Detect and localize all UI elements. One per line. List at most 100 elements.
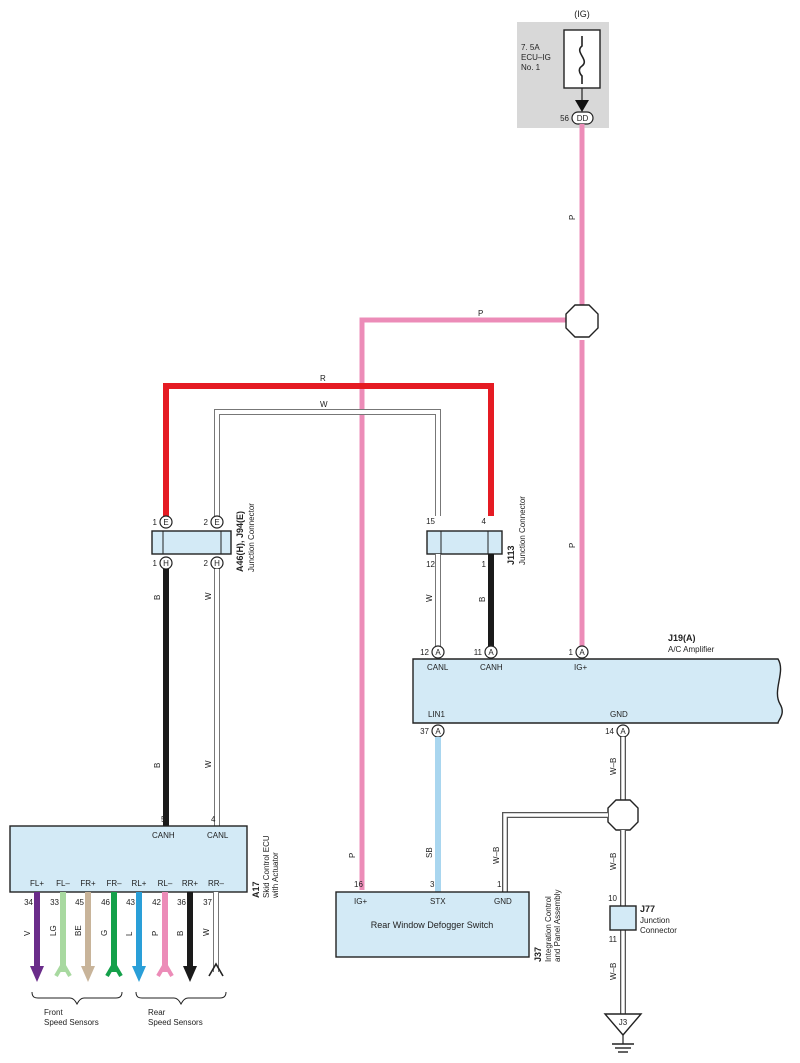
- rear-sensors-label-2: Speed Sensors: [148, 1018, 203, 1027]
- skid-ecu-name-1: Skid Control ECU: [262, 835, 271, 898]
- wire-label-r: R: [320, 374, 326, 383]
- wire-label-p-branch: P: [478, 309, 483, 318]
- fuse-name: ECU–IG: [521, 53, 551, 62]
- defogger-desc-2: and Panel Assembly: [553, 890, 562, 963]
- wire-label-p-left: P: [348, 853, 357, 858]
- a46-pin-num-h2: 2: [204, 559, 209, 568]
- ac-amp-name: A/C Amplifier: [668, 645, 715, 654]
- ac-amplifier-box: [412, 658, 783, 724]
- wire-label-w-left-lower: W: [204, 760, 213, 768]
- j113-pin-15: 15: [426, 517, 435, 526]
- a46-code-e2: E: [214, 518, 219, 527]
- skid-ecu-ref: A17: [251, 881, 261, 898]
- skid-term-6: RR+: [182, 879, 199, 888]
- wire-label-wb-upper: W–B: [609, 758, 618, 775]
- a46-pin-num-e2: 2: [204, 518, 209, 527]
- wire-p-branch-left: [359, 317, 566, 890]
- wire-label-b-j113: B: [478, 597, 487, 602]
- skid-term-2: FR+: [80, 879, 96, 888]
- skid-arrow-4: [132, 966, 146, 982]
- ground-ref: J3: [619, 1018, 628, 1027]
- skid-wire-label-2: BE: [74, 925, 83, 936]
- j77-pin-top: 10: [608, 894, 617, 903]
- a46-pin-num-h1: 1: [153, 559, 158, 568]
- ac-amp-ref: J19(A): [668, 633, 696, 643]
- a46-ref: A46(H), J94(E): [235, 511, 245, 572]
- ac-pin-lin-num: 37: [420, 727, 429, 736]
- wire-wb-j37: [503, 813, 608, 892]
- skid-arrow-0: [30, 966, 44, 982]
- skid-term-3: FR–: [106, 879, 122, 888]
- ac-term-ig: IG+: [574, 663, 587, 672]
- skid-pin-num-3: 46: [101, 898, 110, 907]
- ac-pin-canh-code: A: [488, 648, 494, 657]
- skid-pin-num-1: 33: [50, 898, 59, 907]
- front-sensors-brace: [31, 991, 123, 1006]
- wire-label-wb-lower: W–B: [609, 963, 618, 980]
- j113-pin-1: 1: [482, 560, 487, 569]
- skid-pin-canh-num: 5: [161, 815, 166, 824]
- skid-arrow-2: [81, 966, 95, 982]
- ac-term-lin: LIN1: [428, 710, 445, 719]
- fuse-terminal-arrow: [575, 100, 589, 112]
- front-sensors-label-1: Front: [44, 1008, 63, 1017]
- wire-p-group: [359, 124, 585, 890]
- skid-term-0: FL+: [30, 879, 44, 888]
- wire-label-p-main: P: [568, 215, 577, 220]
- fuse-rating: 7. 5A: [521, 43, 540, 52]
- j77-desc-2: Connector: [640, 926, 677, 935]
- j77-pin-bottom: 11: [609, 935, 618, 944]
- skid-term-canh: CANH: [152, 831, 175, 840]
- skid-wire-label-0: V: [23, 930, 32, 936]
- wire-label-b-left-lower: B: [153, 763, 162, 768]
- a46-pin-e2: [210, 515, 224, 529]
- skid-arrow-7: [208, 962, 224, 977]
- skid-arrow-6: [183, 966, 197, 982]
- ac-pin-gnd-num: 14: [605, 727, 614, 736]
- wire-r: [163, 383, 494, 516]
- a46-desc: Junction Connector: [247, 503, 256, 572]
- skid-pin-num-7: 37: [203, 898, 212, 907]
- skid-pin-canl-num: 4: [211, 815, 216, 824]
- skid-wire-label-3: G: [100, 930, 109, 936]
- wire-label-b-left-upper: B: [153, 595, 162, 600]
- ac-term-gnd: GND: [610, 710, 628, 719]
- skid-arrow-3: [105, 960, 123, 978]
- skid-ecu-name-2: with Actuator: [271, 852, 280, 899]
- fuse-pin-number: 56: [560, 114, 569, 123]
- rear-sensors-label-1: Rear: [148, 1008, 166, 1017]
- defogger-ref: J37: [533, 947, 543, 962]
- defogger-term-gnd: GND: [494, 897, 512, 906]
- ac-pin-ig-code: A: [579, 648, 585, 657]
- defogger-pin-gnd-num: 1: [497, 880, 502, 889]
- ground-j3-triangle: [603, 1013, 643, 1037]
- skid-wire-label-1: LG: [49, 925, 58, 936]
- j113-pin-12: 12: [426, 560, 435, 569]
- j113-ref: J113: [506, 545, 516, 565]
- defogger-term-ig: IG+: [354, 897, 367, 906]
- skid-sensor-pins: FL+34VFL–33LGFR+45BEFR–46GRL+43LRL–42PRR…: [23, 879, 225, 982]
- wire-label-p-lower: P: [568, 543, 577, 548]
- skid-pin-num-0: 34: [24, 898, 33, 907]
- skid-term-7: RR–: [208, 879, 225, 888]
- j113-desc: Junction Connector: [518, 496, 527, 565]
- wire-label-w-top: W: [320, 400, 328, 409]
- skid-pin-num-6: 36: [177, 898, 186, 907]
- defogger-desc-1: Integration Control: [544, 896, 553, 962]
- a46-code-e1: E: [163, 518, 168, 527]
- skid-wire-label-5: P: [151, 931, 160, 936]
- ac-pin-canh: [484, 645, 498, 659]
- junction-connector-j113: [426, 530, 503, 555]
- wire-label-w-j113: W: [425, 594, 434, 602]
- skid-wire-label-6: B: [176, 931, 185, 936]
- skid-wire-label-4: L: [125, 931, 134, 936]
- defogger-pin-stx-num: 3: [430, 880, 435, 889]
- ac-pin-ig: [575, 645, 589, 659]
- fuse-element: [578, 36, 586, 84]
- ac-pin-lin-code: A: [435, 727, 441, 736]
- defogger-pin-ig-num: 16: [354, 880, 363, 889]
- ac-term-canl: CANL: [427, 663, 449, 672]
- skid-arrow-1: [54, 960, 72, 978]
- a46-code-h2: H: [214, 559, 220, 568]
